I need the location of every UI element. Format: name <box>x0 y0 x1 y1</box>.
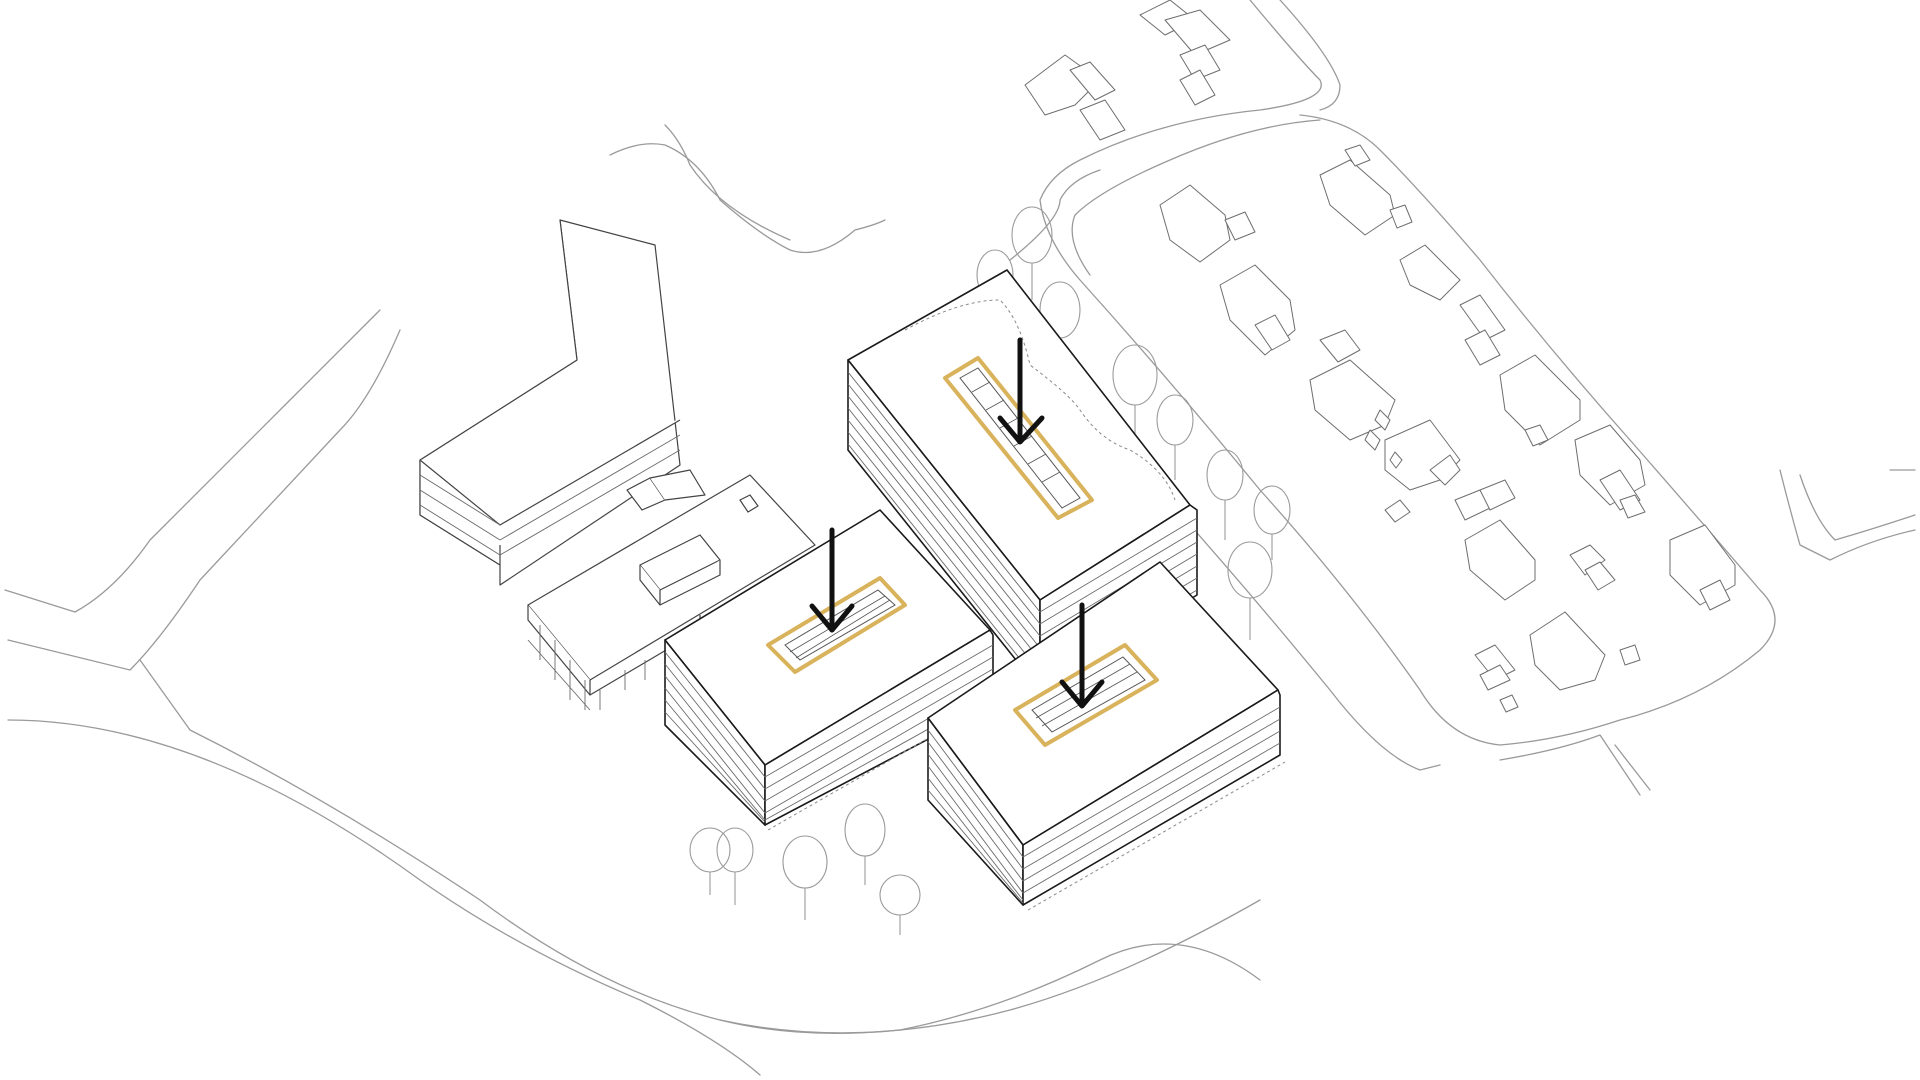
down-arrow-icon <box>1059 602 1105 709</box>
building-west-floorlines <box>664 644 994 823</box>
l-shaped-block <box>419 219 706 586</box>
down-arrow-icon <box>809 527 855 633</box>
building-south <box>927 561 1286 911</box>
courtyard-south <box>1013 643 1159 747</box>
building-south-floorlines <box>927 706 1281 904</box>
neighborhood-houses <box>1024 0 1736 713</box>
building-north <box>847 269 1198 691</box>
down-arrow-icon <box>997 337 1045 445</box>
building-west <box>664 509 996 831</box>
